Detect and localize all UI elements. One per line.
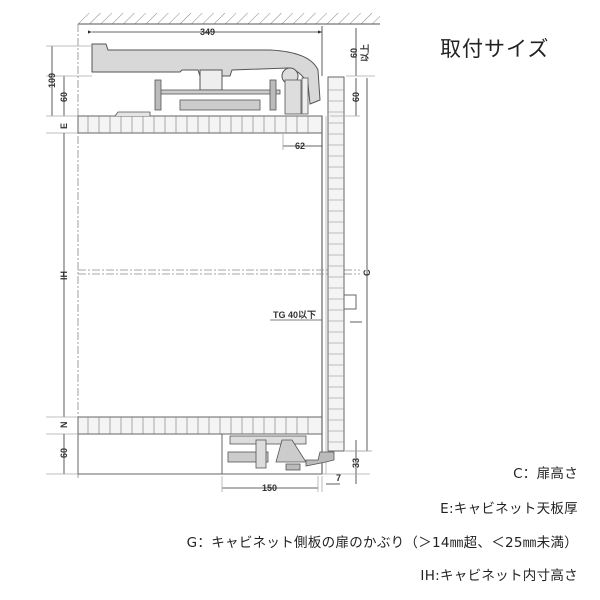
dim-109: 109 <box>47 73 57 88</box>
label-e: E <box>59 123 69 129</box>
dim-62: 62 <box>295 141 305 151</box>
legend-c: C：扉高さ <box>513 466 578 482</box>
dimensions <box>46 26 375 492</box>
dim-top-clearance-note: 以上 <box>359 44 370 62</box>
legend-g: G：キャビネット側板の扉のかぶり（＞14㎜超、＜25㎜未満） <box>186 535 578 551</box>
top-fitting <box>91 43 321 117</box>
dim-bottom-60: 60 <box>59 448 69 458</box>
legend-e: E:キャビネット天板厚 <box>440 501 578 517</box>
legend-ih: IH:キャビネット内寸高さ <box>420 568 578 584</box>
bottom-fitting <box>227 435 335 471</box>
dim-left-60: 60 <box>59 92 69 102</box>
dim-150: 150 <box>262 483 277 493</box>
door-handle <box>343 294 357 310</box>
dim-top-clearance: 60 <box>349 48 359 58</box>
bottom-panel <box>77 416 323 475</box>
page-title: 取付サイズ <box>440 37 550 61</box>
label-c: C <box>362 269 372 276</box>
dim-right-60: 60 <box>351 92 361 102</box>
label-n: N <box>59 422 69 429</box>
dim-33: 33 <box>351 458 361 468</box>
ceiling <box>78 13 380 25</box>
label-ih: IH <box>59 271 69 280</box>
door-panel <box>327 76 357 452</box>
dim-tg: TG 40以下 <box>273 310 316 320</box>
top-panel <box>77 115 323 134</box>
dim-349: 349 <box>200 27 215 37</box>
dim-7: 7 <box>336 473 341 483</box>
